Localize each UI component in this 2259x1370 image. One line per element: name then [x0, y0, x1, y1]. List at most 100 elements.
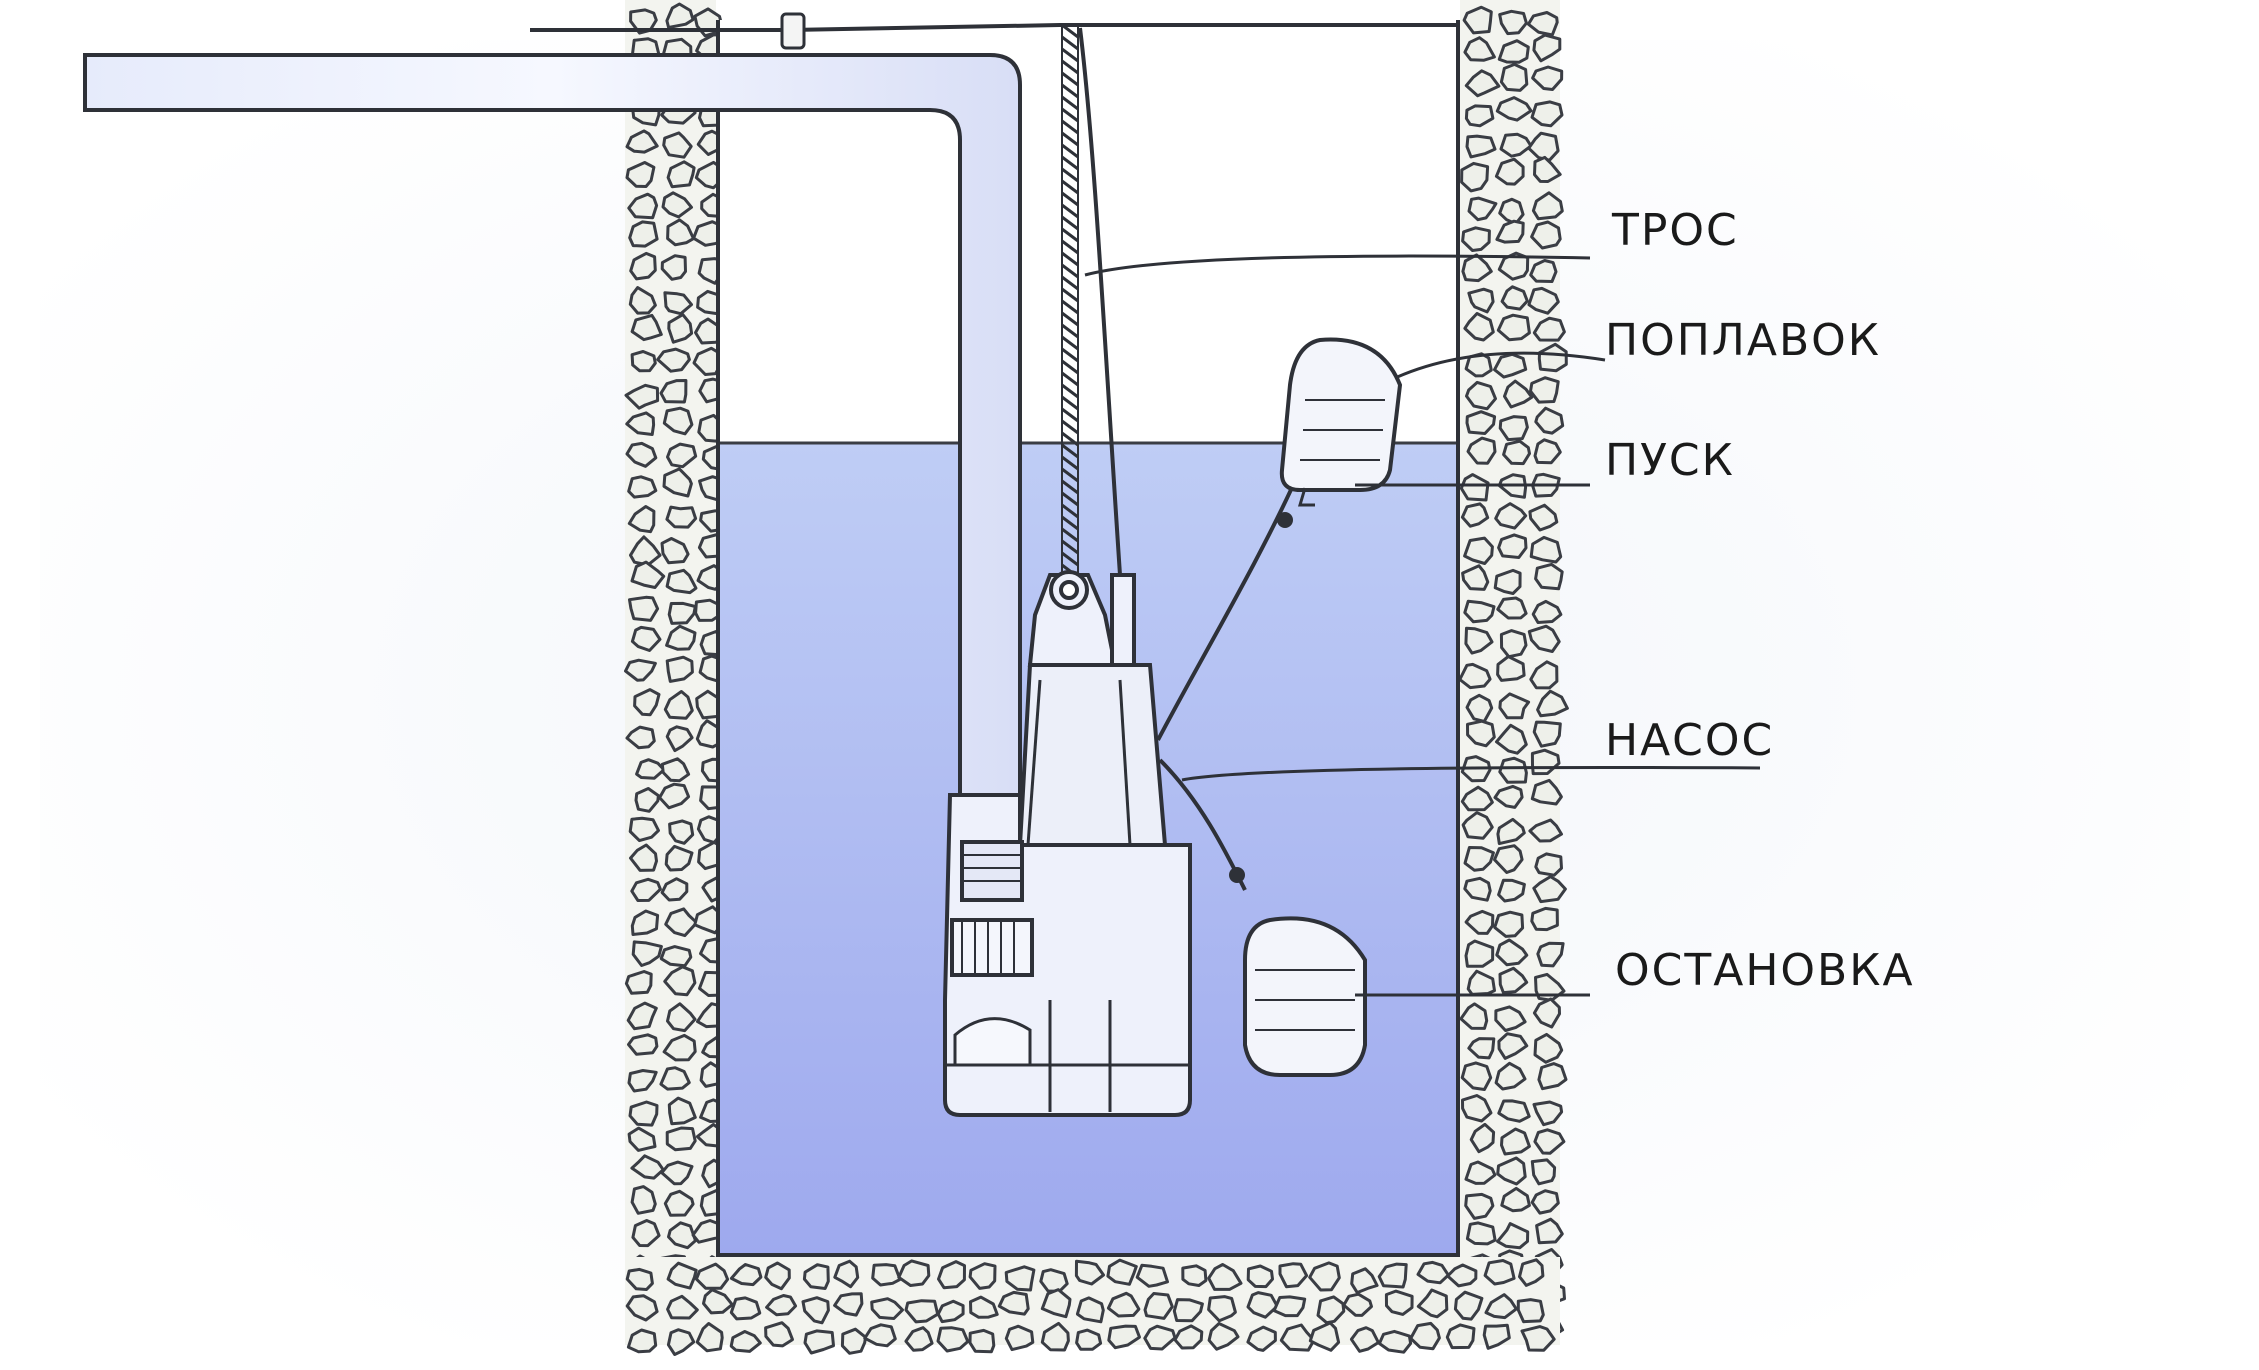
gravel-stone [1495, 219, 1525, 244]
gravel-stone [628, 1100, 659, 1127]
gravel-stone [666, 1002, 697, 1033]
gravel-stone [1004, 1324, 1035, 1352]
rope-strand [1061, 275, 1079, 291]
rope-strand [1061, 155, 1079, 171]
gravel-stone [662, 131, 693, 159]
gravel-stone [1350, 1267, 1379, 1295]
gravel-stone [1499, 62, 1529, 92]
rope-strand [1061, 347, 1079, 363]
power-cable-top [530, 23, 1460, 32]
gravel-stone [1172, 1298, 1204, 1323]
rope-strand [1061, 311, 1079, 327]
gravel-stone [1458, 662, 1492, 690]
gravel-stone [1493, 568, 1522, 595]
gravel-stone [664, 844, 694, 872]
rope-strand [1061, 407, 1079, 423]
gravel-stone [904, 1299, 940, 1324]
gravel-stone [1531, 191, 1564, 221]
gravel-stone [1493, 352, 1528, 379]
gravel-stone [1464, 626, 1494, 655]
gravel-stone [897, 1259, 931, 1287]
gravel-stone [968, 1328, 996, 1354]
gravel-stone [1464, 1192, 1495, 1220]
gravel-stone [833, 1292, 864, 1317]
gravel-stone [659, 945, 693, 968]
gravel-stone [1495, 723, 1528, 755]
gravel-stone [1075, 1328, 1103, 1351]
gravel-stone [1499, 629, 1528, 659]
gravel-stone [1467, 287, 1495, 314]
gravel-stone [1530, 220, 1562, 250]
gravel-stone [1377, 1262, 1408, 1289]
gravel-stone [624, 383, 660, 410]
gravel-stone [667, 1221, 697, 1250]
pump-icon [943, 570, 1192, 1117]
gravel-stone [634, 787, 660, 813]
gravel-stone [1446, 1263, 1478, 1288]
gravel-stone [702, 1288, 734, 1315]
gravel-stone [1464, 69, 1501, 98]
gravel-stone [1465, 134, 1497, 159]
gravel-stone [936, 1299, 965, 1324]
rope-strand [1061, 71, 1079, 87]
gravel-stone [1143, 1324, 1177, 1351]
label-rope: ТРОС [1611, 205, 1739, 256]
cable-weight-icon [1229, 867, 1245, 883]
gravel-stone [1482, 1323, 1511, 1350]
gravel-stone [764, 1261, 791, 1291]
rope-strand [1061, 227, 1079, 243]
rope-strand [1061, 491, 1079, 507]
rope-strand [1061, 323, 1079, 339]
gravel-stone [626, 1328, 658, 1354]
gravel-stone [630, 313, 663, 342]
gravel-stone [803, 1329, 835, 1355]
gravel-stone [659, 1066, 691, 1091]
gravel-stone [1460, 161, 1490, 193]
gravel-stone [1529, 535, 1563, 564]
gravel-stone [630, 877, 662, 902]
gravel-stone [1074, 1259, 1105, 1286]
gravel-stone [633, 688, 661, 717]
rope-strand [1061, 131, 1079, 147]
gravel-stone [1040, 1288, 1072, 1319]
gravel-stone [665, 2, 695, 29]
gravel-stone [624, 970, 653, 995]
gravel-stone [1464, 352, 1493, 378]
gravel-stone [627, 505, 656, 534]
gravel-stone [665, 1126, 697, 1152]
gravel-stone [630, 625, 662, 652]
rope-strand [1061, 83, 1079, 99]
cable-clamp-icon [780, 12, 806, 50]
gravel-stone [1530, 906, 1559, 932]
gravel-stone [1107, 1324, 1141, 1350]
gravel-stone [1464, 104, 1495, 128]
gravel-stone [937, 1260, 966, 1290]
rope-strand [1061, 251, 1079, 267]
gravel-stone [663, 291, 693, 316]
float-switch-stop-icon [1243, 916, 1367, 1077]
gravel-stone [1496, 817, 1526, 846]
gravel-stone [665, 655, 694, 683]
gravel-stone [635, 758, 666, 780]
rope-strand [1061, 287, 1079, 303]
gravel-stone [1467, 1037, 1496, 1060]
gravel-stone [1495, 96, 1533, 122]
gravel-stone [625, 1267, 654, 1291]
gravel-stone [1498, 966, 1529, 995]
gravel-stone [1533, 1032, 1564, 1064]
gravel-stone [1537, 1062, 1568, 1091]
gravel-stone [1416, 1260, 1450, 1285]
gravel-stone [1377, 1329, 1413, 1354]
gravel-stone [625, 161, 656, 188]
gravel-stone [1496, 596, 1528, 620]
gravel-stone [1498, 692, 1531, 720]
gravel-stone [660, 254, 687, 281]
gravel-stone [1531, 599, 1563, 624]
gravel-stone [1106, 1258, 1138, 1286]
label-float: ПОПЛАВОК [1605, 315, 1881, 366]
gravel-stone [1532, 1100, 1564, 1127]
gravel-stone [1207, 1322, 1240, 1351]
gravel-stone [1532, 316, 1566, 342]
gravel-stone [665, 624, 697, 651]
gravel-stone [1465, 1221, 1497, 1246]
